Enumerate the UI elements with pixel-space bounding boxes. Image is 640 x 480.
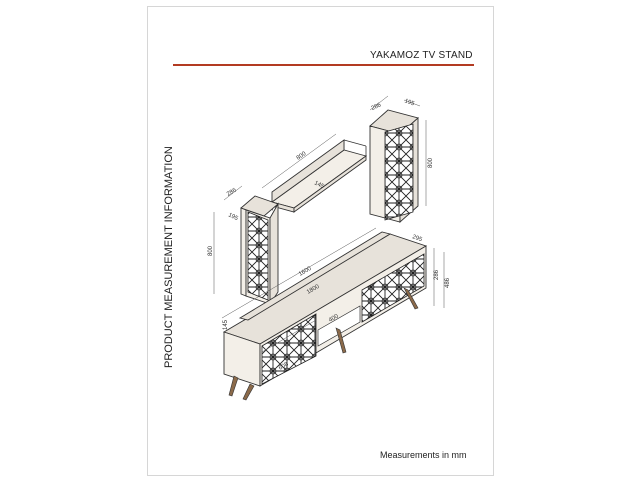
right-cabinet-depth-label: 195 <box>404 98 416 107</box>
title-underline <box>173 64 474 66</box>
tv-stand-shelf-width-label: 400 <box>328 313 340 324</box>
left-cabinet-width-label: 286 <box>226 187 238 198</box>
tv-stand: 1600 1800 295 286 486 145 400 608 <box>221 227 451 401</box>
right-wall-cabinet: 286 195 800 <box>369 95 434 224</box>
tv-stand-left-door <box>261 313 317 385</box>
wall-shelf: 800 145 150 <box>261 133 368 213</box>
shelf-depth-label: 145 <box>313 180 325 190</box>
tv-stand-depth-label: 295 <box>411 234 423 243</box>
right-cabinet-height-label: 800 <box>428 157 434 168</box>
left-cabinet-height-label: 800 <box>208 245 214 256</box>
left-cabinet-depth-label: 195 <box>227 212 239 222</box>
product-title: YAKAMOZ TV STAND <box>370 50 473 61</box>
tv-stand-total-height-label: 486 <box>445 277 451 288</box>
tv-stand-right-door <box>361 253 425 323</box>
shelf-length-label: 800 <box>296 151 308 162</box>
right-cabinet-pattern-door <box>384 123 414 221</box>
left-cabinet-pattern-door <box>247 211 269 301</box>
right-cabinet-width-label: 286 <box>371 102 383 112</box>
left-wall-cabinet: 286 195 800 <box>208 185 279 306</box>
tv-stand-leg-height-label: 286 <box>434 269 440 280</box>
tv-stand-shelf-height-label: 145 <box>223 319 229 330</box>
measurement-unit-note: Measurements in mm <box>380 450 467 460</box>
document-page <box>147 6 494 476</box>
tv-stand-door-width-label: 608 <box>278 361 290 372</box>
